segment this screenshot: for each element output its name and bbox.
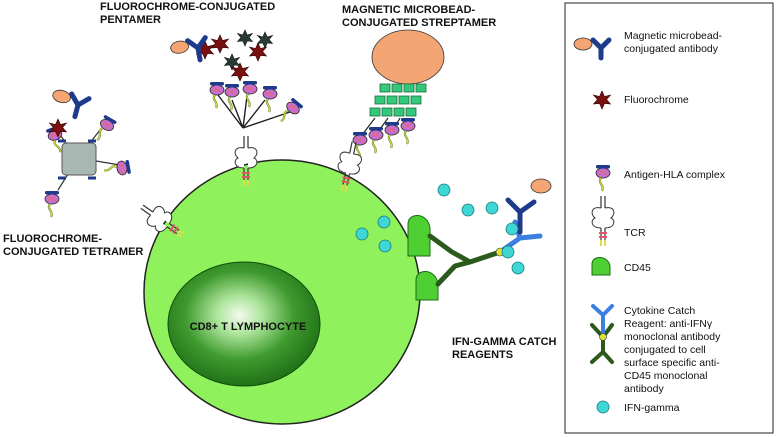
tetramer-group xyxy=(43,88,191,246)
legend: Magnetic microbead- conjugated antibody … xyxy=(564,2,774,434)
catch-label: IFN-GAMMA CATCH REAGENTS xyxy=(452,336,560,361)
streptamer-label: MAGNETIC MICROBEAD- CONJUGATED STREPTAME… xyxy=(342,4,496,29)
nucleus xyxy=(167,261,321,387)
legend-cd45-label: CD45 xyxy=(624,262,651,274)
legend-tcr-label: TCR xyxy=(624,227,646,239)
streptamer-microbead xyxy=(371,29,445,85)
cd45-icon xyxy=(591,257,611,276)
legend-ifn-label: IFN-gamma xyxy=(624,402,680,414)
microbead-antibody-icon xyxy=(573,37,612,61)
legend-catch-label: Cytokine Catch Reagent: anti-IFNγ monocl… xyxy=(624,305,723,395)
streptamer-group xyxy=(332,29,445,195)
catch-reagent-group xyxy=(355,178,552,301)
legend-fluorochrome-label: Fluorochrome xyxy=(624,94,689,106)
catch-reagent-icon xyxy=(590,304,614,364)
legend-microbead-label: Magnetic microbead- conjugated antibody xyxy=(624,30,725,55)
tetramer-label: FLUOROCHROME- CONJUGATED TETRAMER xyxy=(3,233,143,258)
legend-antigen-label: Antigen-HLA complex xyxy=(624,169,726,181)
tetramer-core xyxy=(61,142,97,176)
cell-label: CD8+ T LYMPHOCYTE xyxy=(190,321,307,333)
pentamer-label: FLUOROCHROME-CONJUGATED PENTAMER xyxy=(100,1,278,26)
ifn-gamma-icon xyxy=(596,400,610,414)
pentamer-group xyxy=(170,29,305,187)
